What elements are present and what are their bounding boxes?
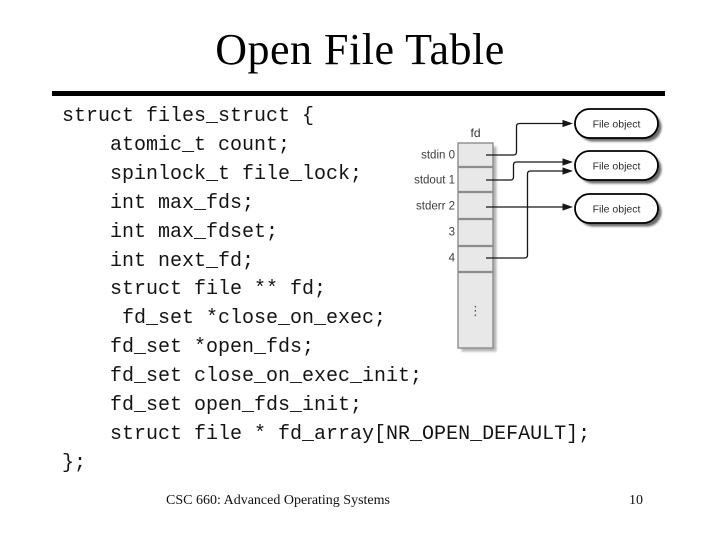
arrowhead-icons xyxy=(562,119,573,211)
page-number: 10 xyxy=(629,493,643,508)
fd-row-label-stdin: stdin 0 xyxy=(421,150,455,162)
fd-column: fd ⋮ xyxy=(457,126,497,352)
arrowhead-icon xyxy=(562,203,573,211)
arrowhead-icon xyxy=(562,119,573,128)
pointer-arrows xyxy=(486,122,563,259)
fd-row-label-stdout: stdout 1 xyxy=(414,175,455,187)
slide-title: Open File Table xyxy=(215,25,505,74)
arrowhead-icon xyxy=(562,167,573,175)
box-body xyxy=(574,108,659,139)
fd-cell-dividers xyxy=(458,165,493,274)
footer-course-text: CSC 660: Advanced Operating Systems xyxy=(166,493,390,508)
title-divider-rule xyxy=(52,91,665,96)
box-body xyxy=(574,150,659,181)
fd-column-header-label: fd xyxy=(470,126,480,140)
fd-row-label-3: 3 xyxy=(449,227,455,239)
fd-row-label-stderr: stderr 2 xyxy=(416,201,455,213)
file-object-box-2: File object xyxy=(574,150,662,184)
file-object-box-3: File object xyxy=(574,193,662,227)
arrow-stdin-to-box1 xyxy=(486,122,563,156)
fd-ellipsis: ⋮ xyxy=(469,303,482,318)
fd-row-label-4: 4 xyxy=(449,253,456,265)
box-body xyxy=(574,193,659,224)
fd-row-labels: stdin 0 stdout 1 stderr 2 3 4 xyxy=(414,150,456,265)
arrowhead-icon xyxy=(562,158,573,166)
file-object-label: File object xyxy=(593,161,641,173)
arrow-fd4-to-box2 xyxy=(486,170,563,259)
fd-table-diagram: fd ⋮ stdin 0 stdout 1 stderr 2 3 4 xyxy=(414,108,662,352)
code-block: struct files_struct { atomic_t count; sp… xyxy=(62,105,591,475)
file-object-boxes: File object File object File object xyxy=(574,108,662,227)
file-object-box-1: File object xyxy=(574,108,662,142)
file-object-label: File object xyxy=(593,119,641,131)
file-object-label: File object xyxy=(593,204,641,216)
arrow-stdout-to-box2 xyxy=(486,161,563,181)
